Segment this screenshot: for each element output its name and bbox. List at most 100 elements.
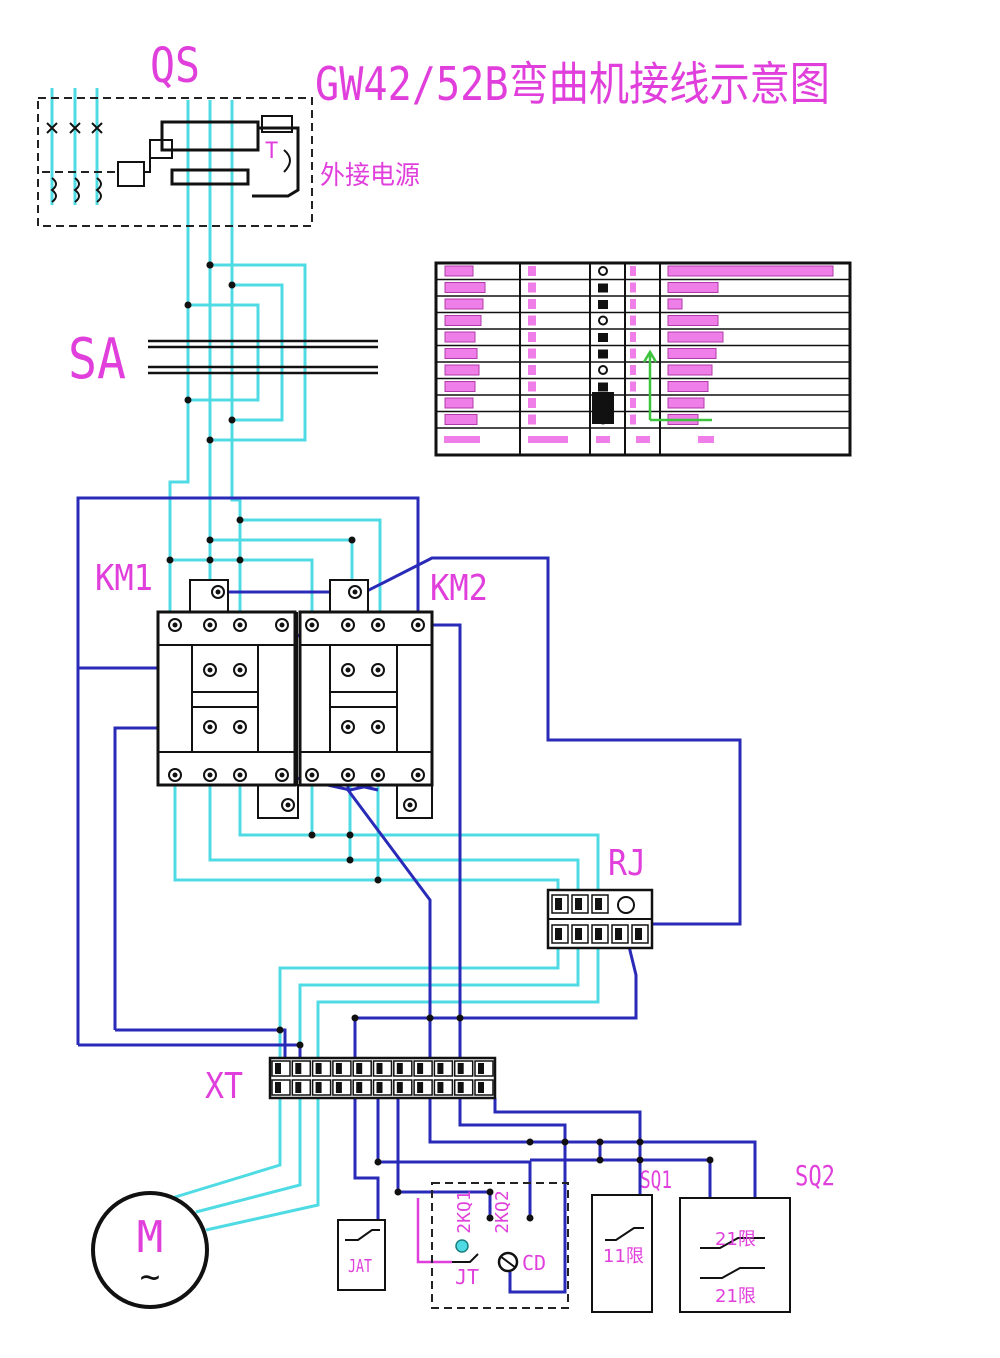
xt-terminal-screw (437, 1082, 444, 1093)
rj-terminal-screw (555, 898, 562, 910)
terminal-screw (345, 772, 351, 778)
rj-aux-screw (635, 928, 642, 940)
junction-dot (184, 396, 192, 404)
terminal-screw (415, 622, 421, 628)
sa-switch (148, 339, 378, 375)
k1-label: 2KQ1 (454, 1190, 475, 1233)
junction-dot (184, 301, 192, 309)
inset-code-bar (528, 299, 536, 309)
km1-body (156, 610, 297, 787)
inset-note-bar (667, 331, 724, 343)
inset-note-bar (667, 348, 717, 359)
inset-code-bar (528, 315, 536, 326)
power-wire (170, 558, 314, 618)
inset-table-frame (434, 261, 852, 457)
junction-dot (166, 556, 174, 564)
junction-dot (526, 1214, 534, 1222)
control-dashed-box (431, 1182, 569, 1309)
inset-name-bar (444, 397, 474, 409)
xt-terminal-screw (457, 1082, 464, 1093)
inset-code-bar (528, 365, 536, 375)
jat-contact (345, 1229, 380, 1241)
power-wire (205, 1098, 320, 1232)
qs-actuator-box (117, 161, 145, 187)
inset-name-bar (444, 282, 486, 293)
xt-terminal-screw (315, 1063, 322, 1074)
inset-symbol (598, 266, 608, 276)
xt-terminal-screw (315, 1082, 322, 1093)
qs-frame (252, 126, 300, 198)
control-wires (76, 496, 767, 1294)
junction-dots (166, 261, 714, 1222)
sq2-contact-lower-symbol (700, 1267, 765, 1279)
xt-terminal-strip (268, 1056, 497, 1100)
diagram-title: GW42/52B弯曲机接线示意图 (315, 57, 830, 111)
power-wire (188, 303, 260, 402)
xt-terminal-screw (275, 1063, 281, 1074)
junction-dot (296, 1041, 304, 1049)
control-wire (78, 1043, 302, 1058)
terminal-screw (279, 772, 285, 778)
xt-terminal-screw (295, 1063, 302, 1074)
motor-label: M (137, 1212, 164, 1263)
inset-note-bar (667, 282, 719, 293)
xt-terminal-screw (417, 1063, 424, 1074)
inset-header-mark (444, 436, 480, 443)
terminal-screw (215, 589, 221, 595)
k2-label: 2KQ2 (492, 1190, 513, 1233)
rj-label: RJ (608, 843, 646, 884)
terminal-screw (237, 772, 243, 778)
rj-terminal-screw (595, 898, 602, 910)
rj-reset-knob (617, 896, 635, 914)
junction-dot (228, 281, 236, 289)
power-wire (208, 785, 580, 905)
terminal-screw (309, 772, 315, 778)
breaker-coil-mark (50, 177, 57, 203)
terminal-screw (407, 802, 413, 808)
inset-code-bar (528, 348, 536, 359)
inset-code-bar (528, 332, 536, 342)
junction-dot (351, 1014, 359, 1022)
xt-terminal-screw (295, 1082, 302, 1093)
sq1-contact-label: 11限 (603, 1246, 644, 1267)
km2-top-tab (329, 579, 369, 613)
inset-header-mark (528, 436, 568, 443)
sq1-box (591, 1194, 653, 1313)
inset-qty-bar (630, 332, 636, 342)
terminal-screw (237, 622, 243, 628)
qs-lower-bar (170, 168, 250, 186)
breaker-coil-mark (73, 177, 80, 203)
breaker-x-mark (91, 122, 103, 134)
terminal-screw (345, 667, 351, 673)
power-wire (316, 945, 600, 1058)
junction-dot (486, 1214, 494, 1222)
power-wire (171, 1098, 282, 1200)
terminal-screw (172, 622, 178, 628)
junction-dot (206, 536, 214, 544)
inset-qty-bar (630, 381, 636, 392)
junction-dot (348, 536, 356, 544)
junction-dot (374, 1158, 382, 1166)
terminal-screw (415, 772, 421, 778)
junction-dot (706, 1156, 714, 1164)
inset-code-bar (528, 398, 536, 408)
terminal-screw (375, 622, 381, 628)
sq1-contact-symbol (605, 1227, 644, 1241)
inset-code-bar (528, 282, 536, 293)
inset-name-bar (444, 414, 478, 425)
junction-dot (596, 1156, 604, 1164)
rj-aux-screw (615, 928, 622, 940)
inset-note-bar (667, 364, 713, 376)
jt-label: JT (455, 1265, 479, 1289)
xt-terminal-screw (356, 1063, 363, 1074)
inset-code-bar (528, 381, 536, 392)
control-wire (376, 1098, 532, 1218)
jat-label: JAT (348, 1256, 372, 1277)
junction-dot (561, 1138, 569, 1146)
km2-label: KM2 (430, 568, 488, 609)
km2-body (298, 610, 434, 787)
inset-table (434, 261, 852, 457)
inset-name-bar (444, 265, 474, 277)
power-wire (232, 283, 284, 422)
